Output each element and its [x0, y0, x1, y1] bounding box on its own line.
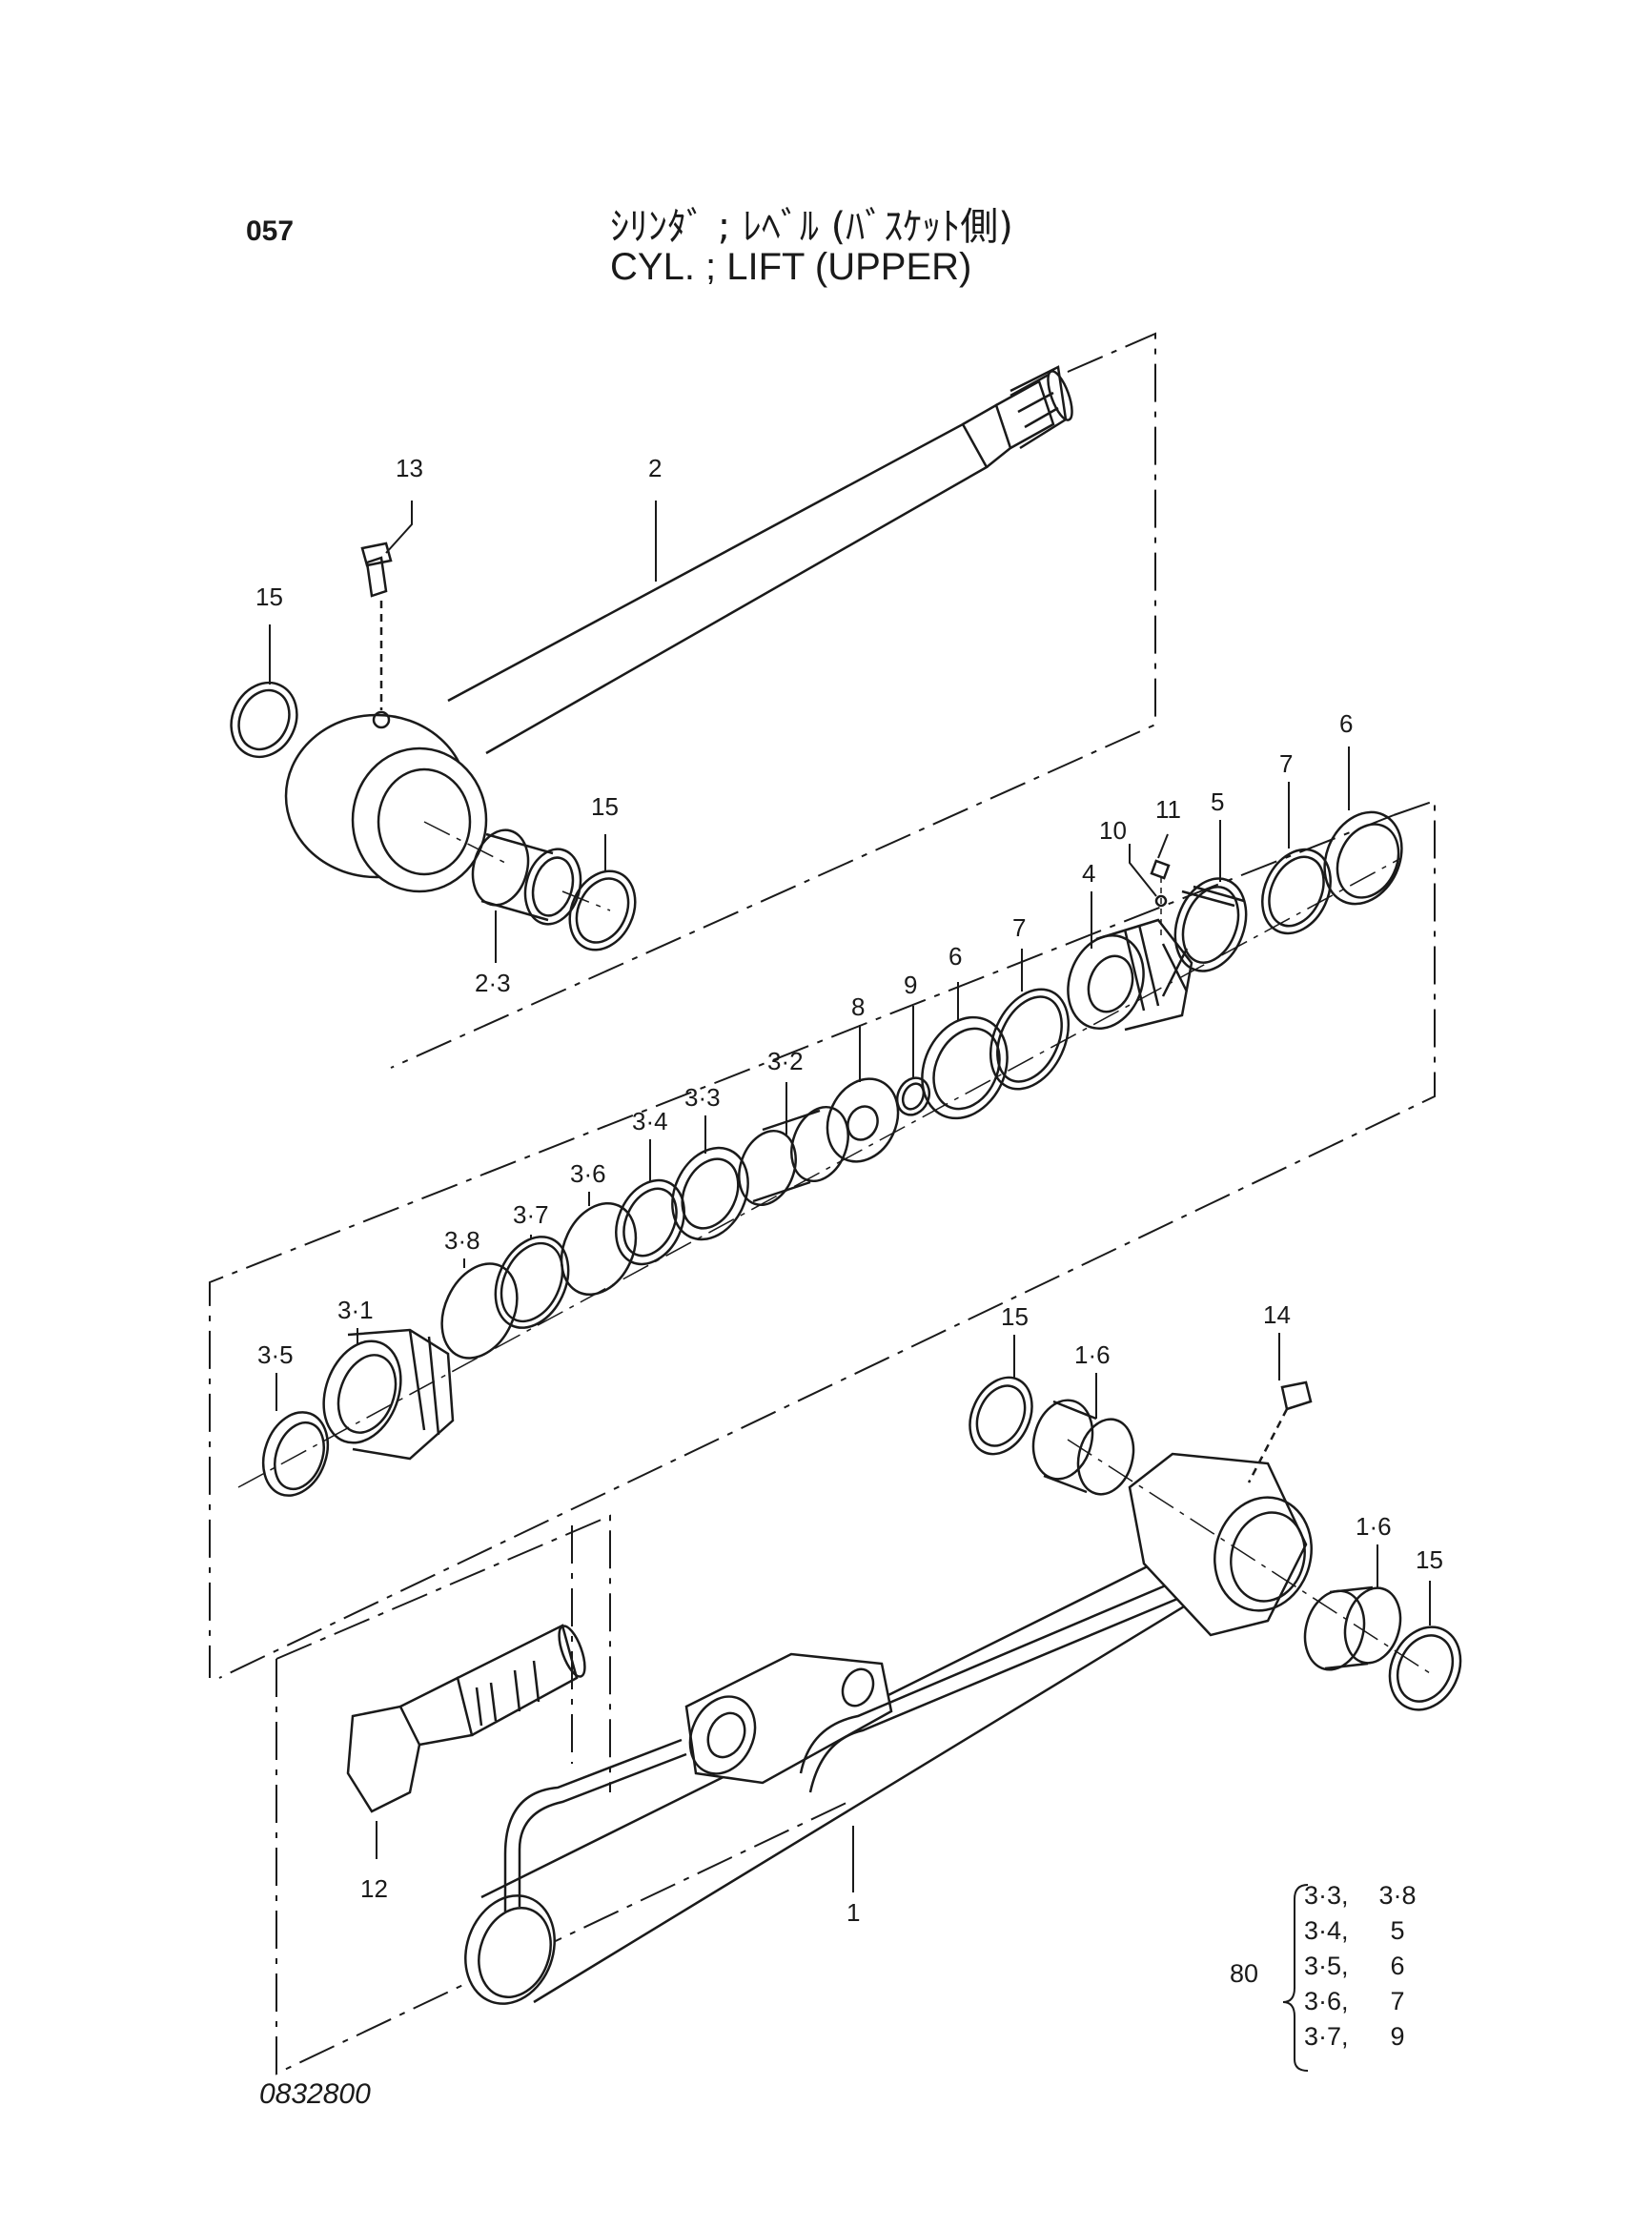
bushing-part-1-6-right — [1303, 1585, 1402, 1671]
seal-kit-row: 3·6,7 — [1304, 1987, 1405, 2015]
steel-ball-part-10 — [1154, 894, 1168, 908]
bushing-part-3-2 — [738, 1105, 849, 1207]
dust-seal-part-3-5 — [261, 1411, 330, 1497]
piston-rod-part-2 — [284, 365, 1073, 893]
callout-3-8: 3·8 — [444, 1226, 480, 1255]
set-screw-part-11 — [1150, 859, 1171, 880]
callout-4: 4 — [1082, 859, 1095, 888]
callout-3-3: 3·3 — [684, 1083, 721, 1112]
callout-3-5: 3·5 — [257, 1340, 294, 1369]
callout-14: 14 — [1263, 1300, 1291, 1329]
o-ring-part-9 — [895, 1076, 931, 1116]
callout-5: 5 — [1211, 787, 1224, 816]
page-number: 057 — [246, 215, 295, 247]
cushion-ring-part-8 — [826, 1077, 900, 1163]
slide-ring-part-5 — [1173, 877, 1248, 972]
leader-lines — [269, 501, 1431, 2072]
callout-1: 1 — [846, 1898, 860, 1927]
wear-ring-part-6-left — [921, 1015, 1009, 1120]
frame-tube-group — [275, 1514, 849, 2076]
seal-kit-row: 3·3,3·8 — [1304, 1881, 1417, 1910]
dust-seal-part-15-upper-left — [230, 681, 298, 759]
dust-seal-part-15-lower-right — [1388, 1626, 1462, 1711]
callout-3-2: 3·2 — [767, 1047, 804, 1075]
frame-piston-group — [209, 799, 1436, 1679]
callout-3-4: 3·4 — [632, 1107, 668, 1135]
seal-ring-part-7-left — [989, 988, 1071, 1091]
drawing-code: 0832800 — [259, 2078, 371, 2110]
callout-3-1: 3·1 — [337, 1296, 374, 1324]
o-ring-part-3-7 — [494, 1236, 570, 1329]
grease-nipple-part-14 — [1247, 1380, 1313, 1483]
callout-13: 13 — [396, 454, 423, 482]
callout-3-6: 3·6 — [570, 1159, 606, 1188]
seal-kit-row: 3·5,6 — [1304, 1952, 1405, 1980]
cylinder-head-part-3-1 — [322, 1328, 455, 1461]
callout-7-left: 7 — [1012, 913, 1026, 942]
rod-seal-part-3-4 — [615, 1178, 685, 1266]
buffer-ring-part-3-3 — [671, 1146, 749, 1241]
callout-2-3: 2·3 — [475, 969, 511, 997]
callout-10: 10 — [1099, 816, 1127, 845]
dust-seal-part-15-lower-left — [969, 1376, 1033, 1456]
callout-15-upper-right: 15 — [591, 792, 619, 821]
callout-3-7: 3·7 — [513, 1200, 549, 1229]
grease-nipple-part-13 — [360, 542, 393, 710]
seal-kit-number: 80 — [1230, 1959, 1259, 1988]
title-english: CYL. ; LIFT (UPPER) — [610, 246, 972, 288]
wear-ring-part-6-right — [1323, 810, 1403, 906]
seal-kit-list: 3·3,3·8 3·4,5 3·5,6 3·6,7 3·7,9 — [1304, 1878, 1417, 2055]
bushing-part-1-6-left — [1031, 1399, 1135, 1496]
callout-15-lower-left: 15 — [1001, 1302, 1029, 1331]
callout-1-6-left: 1·6 — [1074, 1340, 1111, 1369]
callout-labels: 13 2 15 15 2·3 6 7 5 11 10 4 7 6 9 8 3·2… — [255, 454, 1443, 1927]
callout-1-6-right: 1·6 — [1356, 1512, 1392, 1541]
frame-rod-group — [390, 332, 1156, 1069]
callout-15-upper-left: 15 — [255, 583, 283, 611]
check-valve-part-12 — [346, 1624, 586, 1813]
backup-ring-part-3-6 — [560, 1201, 638, 1297]
seal-ring-part-7-right — [1261, 848, 1332, 935]
cylinder-tube-part-1 — [464, 1452, 1313, 2005]
dust-seal-part-15-upper-right — [568, 869, 637, 951]
o-ring-part-3-8 — [440, 1262, 519, 1360]
piston-part-4 — [1067, 918, 1193, 1032]
callout-15-lower-right: 15 — [1416, 1545, 1443, 1574]
callout-9: 9 — [904, 971, 917, 999]
callout-12: 12 — [360, 1874, 388, 1903]
callout-7-right: 7 — [1279, 749, 1293, 778]
callout-11: 11 — [1155, 795, 1181, 824]
bushing-part-2-3 — [471, 828, 582, 926]
callout-6-left: 6 — [948, 942, 962, 971]
title-japanese: ｼﾘﾝﾀﾞ ; ﾚﾍﾞﾙ (ﾊﾞｽｹｯﾄ側) — [610, 205, 1013, 249]
callout-2: 2 — [648, 454, 662, 482]
seal-kit-row: 3·4,5 — [1304, 1916, 1405, 1945]
seal-kit-row: 3·7,9 — [1304, 2022, 1405, 2051]
callout-8: 8 — [851, 992, 865, 1021]
callout-6-right: 6 — [1339, 709, 1353, 738]
